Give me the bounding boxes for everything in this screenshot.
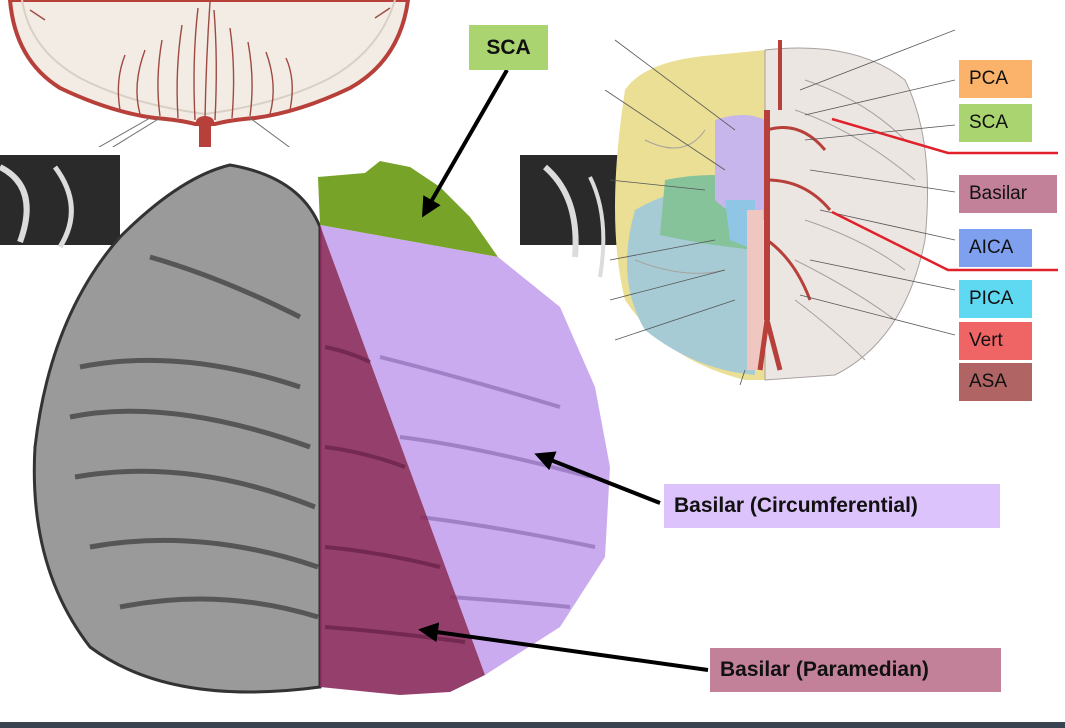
- legend-item-aica: AICA: [959, 229, 1032, 267]
- sca-arrow: [422, 69, 509, 218]
- legend-item-pica: PICA: [959, 280, 1032, 318]
- circumferential-callout-label: Basilar (Circumferential): [664, 484, 1000, 528]
- legend-item-pca: PCA: [959, 60, 1032, 98]
- paramedian-arrow: [418, 622, 709, 672]
- bottom-bar: [0, 722, 1065, 728]
- brain-base-illustration: [605, 29, 955, 385]
- sca-red-leader: [831, 117, 1058, 155]
- legend-item-asa: ASA: [959, 363, 1032, 401]
- pons-histology-section: [0, 147, 620, 722]
- sca-callout-label: SCA: [469, 25, 548, 70]
- legend-item-basilar: Basilar: [959, 175, 1057, 213]
- circumferential-arrow: [534, 451, 661, 505]
- legend-item-sca: SCA: [959, 104, 1032, 142]
- aica-red-leader: [831, 210, 1058, 272]
- legend-item-vert: Vert: [959, 322, 1032, 360]
- paramedian-callout-label: Basilar (Paramedian): [710, 648, 1001, 692]
